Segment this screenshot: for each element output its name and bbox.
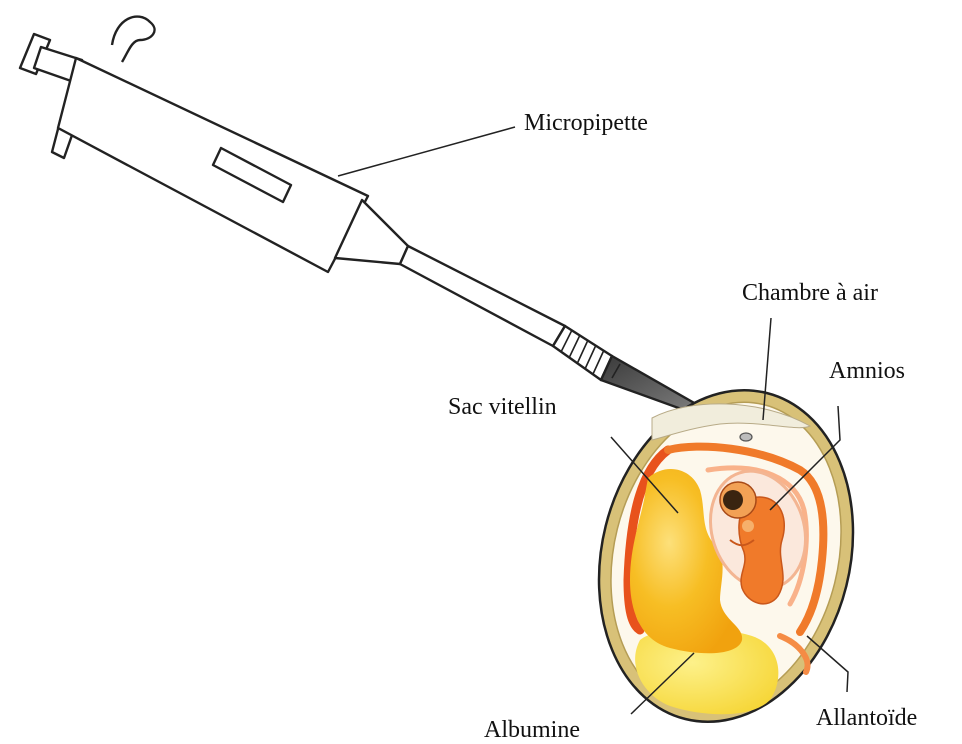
label-amnion: Amnios <box>829 358 905 384</box>
label-micropipette: Micropipette <box>524 110 648 136</box>
label-air-chamber: Chambre à air <box>742 280 878 306</box>
label-albumen: Albumine <box>484 717 580 743</box>
label-yolk-sac: Sac vitellin <box>448 394 557 420</box>
injection-droplet <box>740 433 752 441</box>
embryo-eye <box>723 490 743 510</box>
leader-micropipette <box>338 127 515 176</box>
pipette-shaft <box>400 246 565 346</box>
finger-hook <box>112 17 155 62</box>
label-allantois: Allantoïde <box>816 705 917 731</box>
micropipette <box>20 17 745 432</box>
